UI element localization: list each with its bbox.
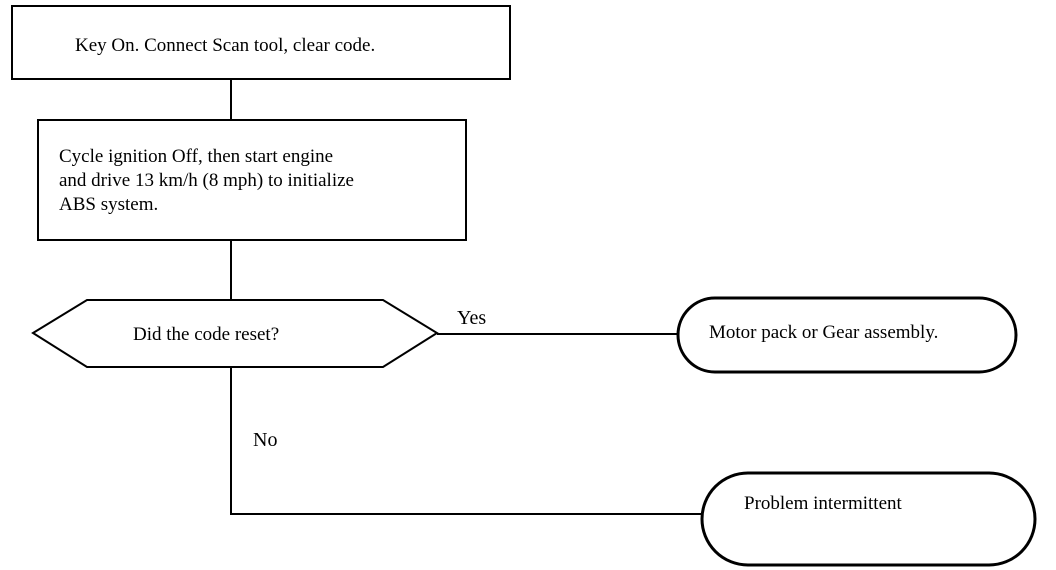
result-no-text: Problem intermittent	[744, 493, 902, 514]
result-yes-text: Motor pack or Gear assembly.	[709, 322, 939, 343]
start-step-box: Key On. Connect Scan tool, clear code.	[11, 5, 511, 80]
result-no-shape	[700, 471, 1037, 567]
connector-decision-no	[230, 367, 702, 515]
decision-text: Did the code reset?	[133, 324, 280, 345]
cycle-ignition-step-box: Cycle ignition Off, then start engine an…	[37, 119, 467, 241]
decision-shape	[31, 299, 439, 368]
start-step-text: Key On. Connect Scan tool, clear code.	[75, 35, 376, 56]
no-edge-label: No	[253, 429, 278, 451]
cycle-ignition-step-text: Cycle ignition Off, then start engine an…	[59, 146, 354, 215]
yes-edge-label: Yes	[457, 307, 487, 329]
result-yes-shape	[676, 296, 1018, 374]
